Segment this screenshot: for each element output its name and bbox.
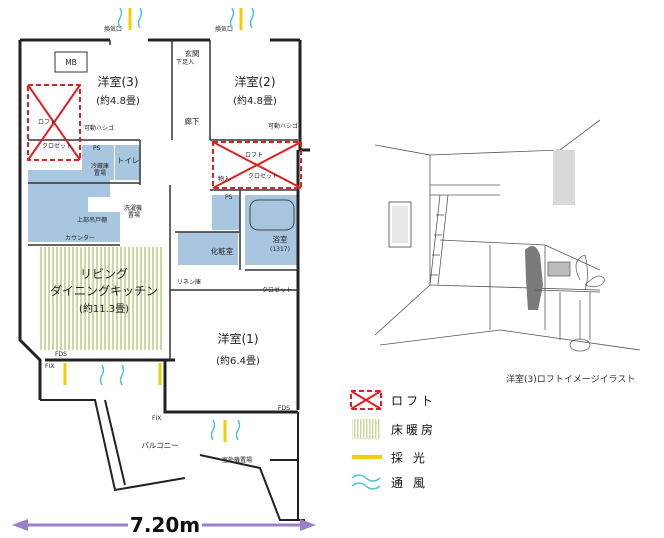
wet-areas: [28, 145, 298, 265]
walls: [18, 38, 310, 414]
room-bath: 浴室 (1317): [249, 199, 295, 253]
ladder-label-a: 可動ハシゴ: [84, 124, 114, 132]
aircon-label-a: 換気口: [104, 25, 122, 33]
laundry-label-1: 洗濯機: [124, 204, 142, 212]
closet-label-c: クロゼット: [262, 286, 292, 294]
fridge-label-2: 置場: [94, 169, 106, 177]
floor-heating-zone: [40, 247, 164, 350]
linen-label: リネン庫: [177, 278, 201, 286]
illustration-caption: 洋室(3)ロフトイメージイラスト: [506, 373, 635, 385]
legend-floor-heating-symbol: [352, 419, 380, 439]
ldk-size: (約11.3畳): [79, 302, 129, 315]
ldk-name-line1: リビング: [80, 267, 128, 281]
room-ldk: リビング ダイニングキッチン (約11.3畳): [50, 267, 158, 315]
shoe-label: 下足入: [176, 59, 194, 66]
corridor-label: 廊下: [185, 116, 200, 126]
outdoor-unit-label: 室外機置場: [222, 456, 252, 464]
ladder-label-b: 可動ハシゴ: [268, 122, 298, 130]
loft-label-a: ロフト: [38, 119, 56, 126]
shelf-label: 上部吊戸棚: [77, 216, 107, 224]
laundry-label-2: 置場: [128, 211, 140, 219]
ps-label-a: PS: [93, 145, 101, 152]
fridge-label-1: 冷蔵庫: [91, 162, 109, 170]
legend-loft-label: ロフト: [391, 394, 436, 408]
western2-size: (約4.8畳): [233, 94, 277, 107]
fds-label-a: FDS: [55, 351, 67, 358]
storage-label: 物入: [218, 175, 230, 183]
legend-loft-symbol: [350, 390, 382, 410]
room-western1: 洋室(1) (約6.4畳): [216, 331, 260, 367]
legend-daylight-label: 採 光: [391, 451, 428, 465]
fix-label-a: FIX: [45, 363, 54, 370]
fds-label-b: FDS: [278, 405, 290, 412]
ps-label-b: PS: [225, 194, 233, 201]
legend-ventilation-symbol: [351, 474, 381, 490]
fix-label-b: FIX: [152, 415, 161, 422]
closet-label-a: クロゼット: [42, 142, 72, 150]
bath-name: 浴室: [273, 234, 288, 244]
dimension-label: 7.20m: [130, 513, 200, 537]
western1-size: (約6.4畳): [216, 354, 260, 367]
room-western2: 洋室(2) (約4.8畳): [233, 74, 277, 107]
legend-ventilation-label: 通 風: [391, 476, 428, 490]
aircon-label-b: 換気口: [215, 25, 233, 33]
ldk-name-line2: ダイニングキッチン: [50, 283, 158, 298]
western1-name: 洋室(1): [218, 331, 259, 346]
western3-size: (約4.8畳): [96, 94, 140, 107]
mb-label: MB: [65, 58, 77, 67]
closet-label-b: クロゼット: [248, 172, 278, 180]
entrance-label: 玄関: [185, 48, 200, 58]
ventilation-markers: [99, 7, 255, 441]
washroom-label: 化粧室: [211, 246, 234, 256]
toilet-label: トイレ: [117, 156, 140, 165]
loft-marker-room3: [27, 84, 81, 161]
western3-name: 洋室(3): [98, 74, 139, 89]
mb-box: [54, 51, 88, 73]
loft-illustration: [374, 119, 641, 352]
daylight-markers: [63, 8, 243, 442]
legend-floor-heating-label: 床暖房: [391, 422, 436, 437]
bath-size: (1317): [270, 246, 290, 253]
room-western3: 洋室(3) (約4.8畳): [96, 74, 140, 107]
western2-name: 洋室(2): [235, 74, 276, 89]
legend: ロフト 床暖房 採 光 通 風: [350, 390, 436, 490]
counter-label: カウンター: [65, 234, 95, 242]
dimension-arrow: 7.20m: [12, 512, 316, 537]
balcony-wall: [40, 399, 305, 521]
balcony-label: バルコニー: [141, 441, 178, 450]
loft-marker-room2: [212, 141, 302, 189]
loft-label-b: ロフト: [245, 152, 263, 159]
inner-walls: [28, 40, 298, 360]
